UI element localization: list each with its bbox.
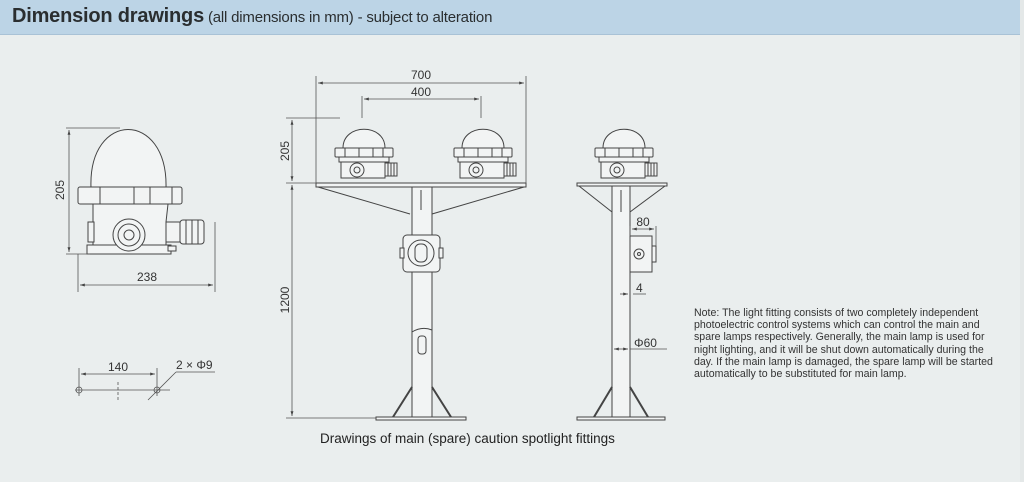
hole-label: 2 × Φ9	[176, 358, 213, 372]
height-label: 205	[53, 180, 67, 200]
double-fitting-front-drawing	[315, 128, 527, 421]
note-text: Note: The light fitting consists of two …	[694, 307, 993, 381]
page-edge	[1020, 0, 1024, 482]
title-text: Dimension drawings	[12, 5, 204, 27]
lamp-height-label: 205	[278, 141, 292, 161]
dimension-205-single	[66, 127, 216, 292]
pole-height-label: 1200	[278, 286, 292, 313]
subtitle-text: (all dimensions in mm) - subject to alte…	[204, 9, 493, 26]
section-title: Dimension drawings (all dimensions in mm…	[12, 5, 492, 28]
mounting-hole-drawing	[75, 368, 215, 401]
spacing-label: 140	[108, 360, 128, 374]
lamp-spacing-label: 400	[411, 85, 431, 99]
figure-caption: Drawings of main (spare) caution spotlig…	[320, 431, 615, 446]
section-header: Dimension drawings (all dimensions in mm…	[0, 0, 1020, 35]
pole-diameter-label: Φ60	[634, 336, 657, 350]
overall-width-label: 700	[411, 68, 431, 82]
box-width-label: 80	[636, 215, 650, 229]
dimensions-front	[286, 76, 527, 419]
double-fitting-side-drawing	[576, 128, 668, 421]
single-fitting-drawing	[77, 129, 205, 255]
width-label: 238	[137, 270, 157, 284]
offset-label: 4	[636, 281, 643, 295]
dimensions-side	[614, 226, 667, 351]
